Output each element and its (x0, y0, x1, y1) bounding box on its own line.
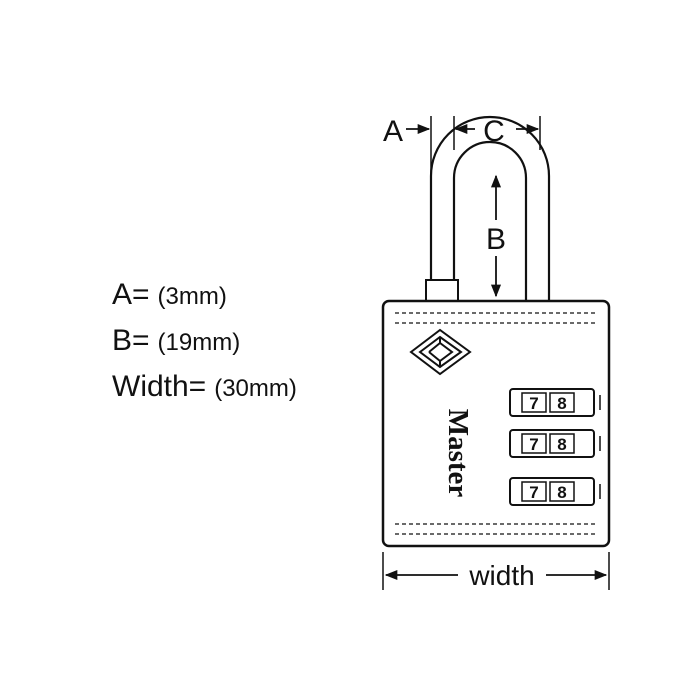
dial-1-digit-2: 8 (557, 394, 566, 413)
spec-a-value: (3mm) (157, 283, 227, 310)
dimension-a: A (383, 115, 475, 180)
dial-3-digit-1: 7 (529, 483, 538, 502)
dimension-b: B (486, 174, 506, 298)
spec-b-value: (19mm) (157, 329, 241, 356)
spec-a-label: A= (112, 278, 150, 311)
combination-dial-2[interactable]: 7 8 (509, 429, 595, 458)
spec-width-label: Width= (112, 370, 207, 403)
spec-list: A= (3mm) B= (19mm) Width= (30mm) (112, 272, 297, 410)
dimension-width-label: width (468, 560, 534, 591)
dimension-c: C (483, 115, 541, 150)
shackle (429, 115, 551, 302)
spec-a: A= (3mm) (112, 272, 297, 318)
combination-dial-1[interactable]: 7 8 (509, 388, 595, 417)
dimension-b-label: B (486, 223, 506, 256)
dimension-width: width (382, 552, 610, 591)
spec-b-label: B= (112, 324, 150, 357)
spec-b: B= (19mm) (112, 318, 297, 364)
spec-width: Width= (30mm) (112, 364, 297, 410)
dimension-c-label: C (483, 115, 505, 148)
lock-body (381, 299, 611, 548)
dial-2-digit-2: 8 (557, 435, 566, 454)
dial-1-digit-1: 7 (529, 394, 538, 413)
dimension-a-label: A (383, 115, 403, 148)
diamond-logo-icon (409, 328, 472, 376)
combination-dial-3[interactable]: 7 8 (509, 477, 595, 506)
spec-width-value: (30mm) (214, 375, 297, 402)
dial-3-digit-2: 8 (557, 483, 566, 502)
dial-2-digit-1: 7 (529, 435, 538, 454)
shackle-collar (425, 279, 459, 303)
brand-logo: Master (442, 409, 474, 498)
